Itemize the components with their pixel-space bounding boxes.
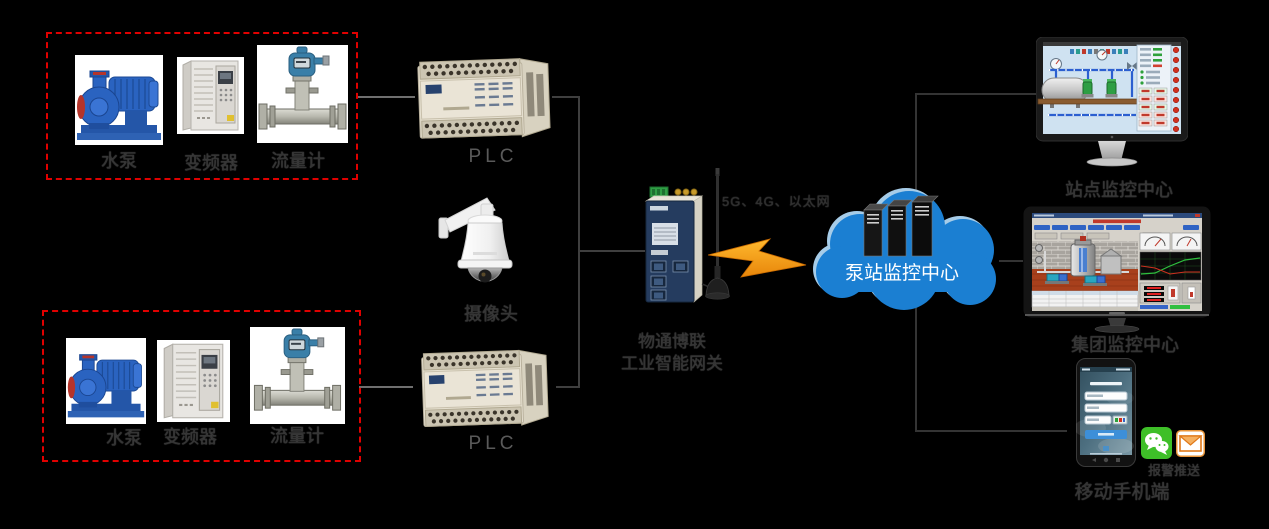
connector-cloud-monitor2 <box>999 260 1025 262</box>
cloud-icon <box>812 182 1008 319</box>
lightning-icon <box>707 234 808 285</box>
water-pump-image-2 <box>66 338 146 424</box>
connector-bus-gateway <box>580 250 645 252</box>
flow-meter-image-2 <box>250 327 345 424</box>
mail-icon <box>1176 430 1205 462</box>
field-devices-group-1 <box>46 32 358 180</box>
connector-box2-plc2 <box>359 386 413 388</box>
plc-bottom-image <box>411 344 557 439</box>
connector-plc1-bus <box>552 96 580 98</box>
water-pump-image <box>75 55 163 145</box>
connectivity-label: 5G、4G、以太网 <box>722 194 831 209</box>
vfd-image-2 <box>157 340 230 422</box>
plc-bottom-label: PLC <box>468 433 518 454</box>
group-monitor-label: 集团监控中心 <box>1071 335 1179 355</box>
mobile-phone-image <box>1074 358 1138 475</box>
camera-image <box>437 190 521 307</box>
flow-meter-label-1: 流量计 <box>271 151 325 171</box>
connector-cloud-monitor1 <box>917 93 1038 95</box>
antenna-icon <box>700 168 736 308</box>
wechat-icon <box>1141 427 1172 464</box>
group-monitor-image <box>1022 205 1213 343</box>
water-pump-label-2: 水泵 <box>106 428 142 448</box>
connector-plc2-bus <box>556 386 580 388</box>
gateway-label-line2: 工业智能网关 <box>621 354 723 373</box>
plc-top-label: PLC <box>468 146 518 167</box>
field-devices-group-2 <box>42 310 361 462</box>
vfd-image <box>177 57 244 134</box>
mobile-terminal-label: 移动手机端 <box>1074 482 1170 503</box>
connector-box1-plc1 <box>356 96 415 98</box>
site-monitor-image <box>1035 36 1189 176</box>
gateway-label-line1: 物通博联 <box>638 332 706 351</box>
plc-top-image <box>413 52 553 151</box>
flow-meter-image <box>257 45 348 143</box>
flow-meter-label-2: 流量计 <box>270 426 324 446</box>
connector-bus-vertical <box>578 96 580 388</box>
camera-label: 摄像头 <box>464 304 518 324</box>
vfd-label-1: 变频器 <box>184 153 238 173</box>
connector-cloud-phone <box>917 430 1067 432</box>
gateway-image <box>638 183 710 313</box>
alarm-push-label: 报警推送 <box>1147 463 1200 478</box>
vfd-label-2: 变频器 <box>163 427 217 447</box>
site-monitor-label: 站点监控中心 <box>1065 180 1173 200</box>
cloud-label: 泵站监控中心 <box>844 263 959 284</box>
water-pump-label-1: 水泵 <box>101 151 137 171</box>
